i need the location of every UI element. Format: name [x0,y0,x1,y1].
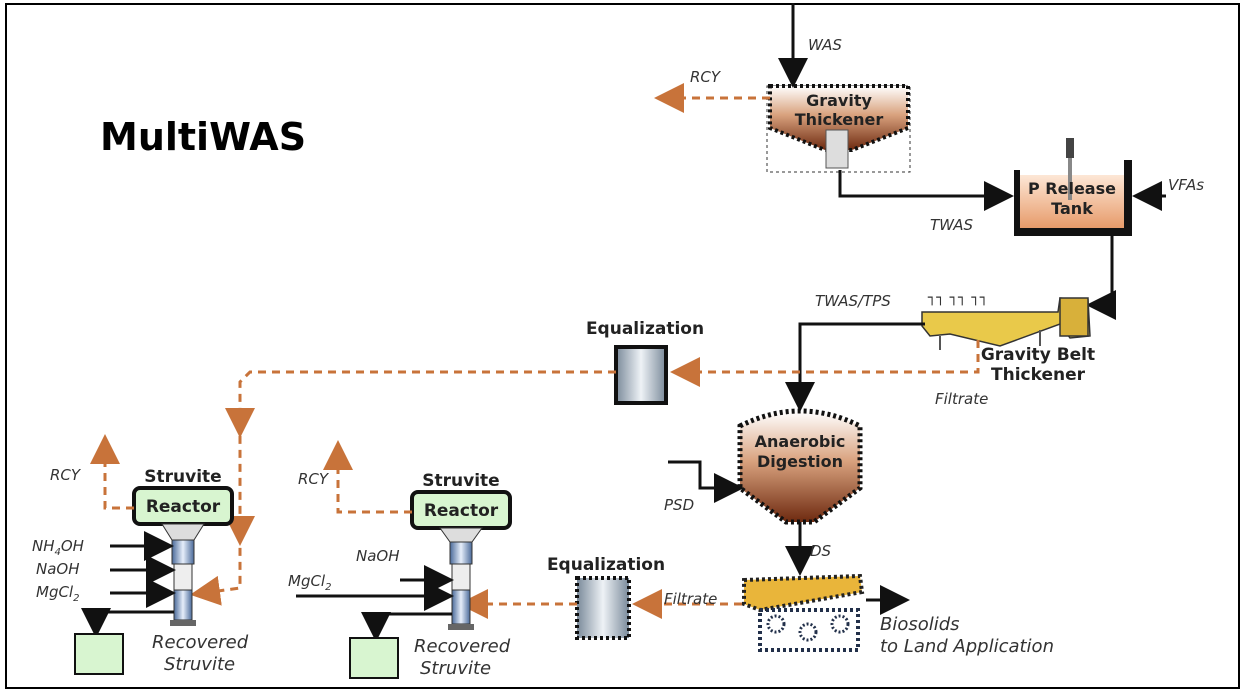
equalization-bottom: Equalization [547,555,665,640]
equalization-top-label: Equalization [586,319,704,339]
eq-to-left-reactor-line [190,370,616,606]
recovered-right-label-2: Struvite [420,658,491,679]
mgcl2-left-part: MgCl [36,583,74,601]
mgcl2-right-label: MgCl2 [288,572,331,593]
equalization-top: Equalization [586,319,704,405]
rcy-right-label: RCY [298,470,330,488]
nh4oh-part-1: NH [32,537,55,555]
rcy-left-label: RCY [50,466,82,484]
p-release-label-2: Tank [1051,199,1093,218]
mgcl2-right-sub: 2 [325,582,331,593]
filtrate-top-label: Filtrate [935,390,988,408]
mgcl2-right-part: MgCl [288,572,326,590]
gravity-thickener: Gravity Thickener [766,84,911,173]
biosolids-label-2: to Land Application [880,636,1054,657]
recovered-left-label-1: Recovered [152,632,249,653]
svg-text:┐┐ ┐┐ ┐┐: ┐┐ ┐┐ ┐┐ [928,290,988,306]
gbt-label-1: Gravity Belt [981,345,1095,365]
ds-label: DS [810,542,832,560]
twas-label: TWAS [930,216,974,234]
recovered-struvite-right-bin [349,637,399,679]
psd-label: PSD [664,496,694,514]
struvite-right-label-1: Struvite [422,471,499,491]
mgcl2-left-label: MgCl2 [36,583,79,604]
naoh-right-label: NaOH [356,547,400,565]
was-label: WAS [808,36,842,54]
gravity-thickener-label-1: Gravity [806,91,872,110]
struvite-left-label-1: Struvite [144,467,221,487]
rcy-top-label: RCY [690,68,722,86]
struvite-right-label-2: Reactor [424,501,499,521]
tank-to-gbt-line [1086,236,1116,320]
nh4oh-sub: 4 [55,547,61,558]
anaerobic-digester: Anaerobic Digestion [737,408,863,525]
diagram-title: MultiWAS [100,115,306,159]
biosolids-label-1: Biosolids [880,614,960,635]
gbt-label-2: Thickener [991,365,1086,385]
digestion-label-1: Anaerobic [755,432,846,451]
struvite-left-label-2: Reactor [146,497,221,517]
recovered-right-label-1: Recovered [414,636,511,657]
filtrate-bottom-label: Filtrate [664,590,717,608]
mgcl2-left-sub: 2 [73,593,79,604]
gravity-belt-thickener: ┐┐ ┐┐ ┐┐ Gravity Belt Thickener [921,290,1095,385]
struvite-reactor-left: Struvite Reactor [132,467,234,626]
equalization-bottom-label: Equalization [547,555,665,575]
p-release-label-1: P Release [1028,179,1116,198]
rcy-left-line [90,434,134,510]
p-release-tank: P Release Tank [1014,138,1132,236]
struvite-reactor-right: Struvite Reactor [410,471,512,630]
gravity-thickener-label-2: Thickener [795,110,884,129]
psd-line [668,460,744,503]
twas-tps-label: TWAS/TPS [815,292,891,310]
recovered-left-label-2: Struvite [164,654,235,675]
recovered-struvite-left-bin [74,633,124,675]
naoh-left-label: NaOH [36,560,80,578]
twas-line [838,170,1014,211]
struvite-left-out-line [81,608,174,638]
diagram-frame [5,3,1240,689]
twas-tps-line [785,322,925,412]
vfas-label: VFAs [1168,176,1204,194]
struvite-right-out-line [361,612,452,642]
filtrate-top-line [670,340,980,387]
rcy-right-line [323,440,412,514]
digestion-label-2: Digestion [757,452,843,471]
belt-filter-press [742,573,865,652]
nh4oh-label: NH4OH [32,537,84,558]
nh4oh-part-2: OH [61,537,84,555]
